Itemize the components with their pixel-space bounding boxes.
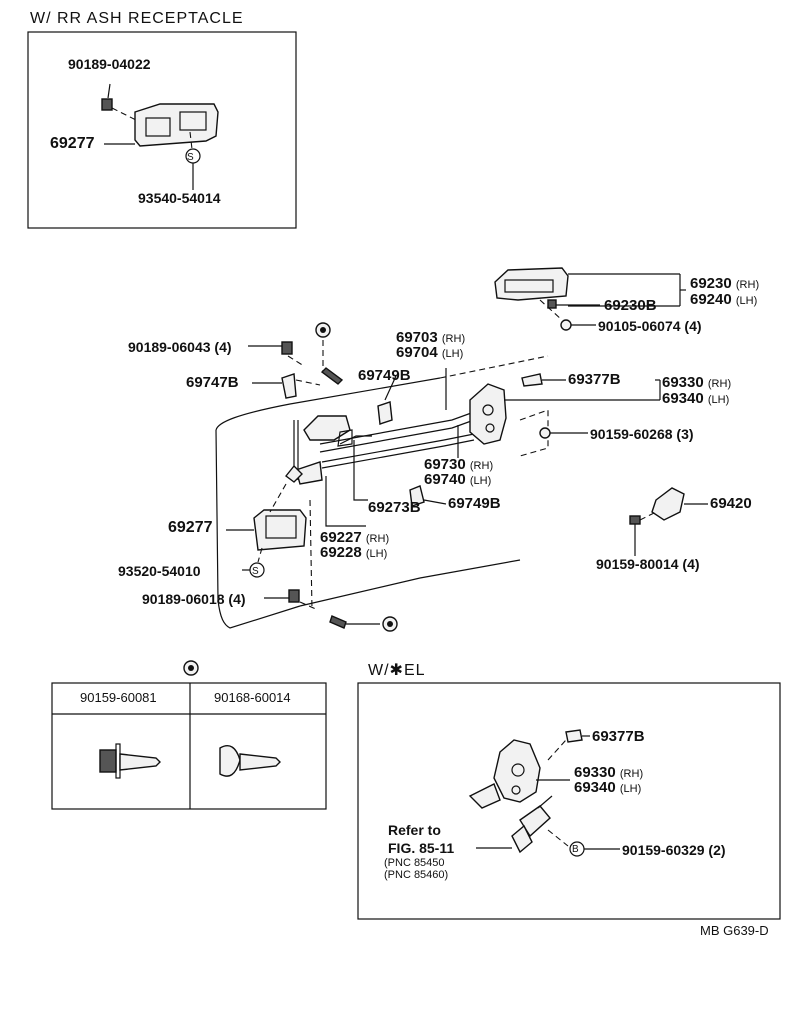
inside-handle-69277 xyxy=(253,509,307,551)
label-90105-06074: 90105-06074 (4) xyxy=(598,318,702,334)
refer-line2: FIG. 85-11 xyxy=(388,840,455,856)
clip-69230B xyxy=(547,299,557,309)
refer-pnc2: (PNC 85460) xyxy=(384,869,449,881)
label-69240: 69240 (LH) xyxy=(690,291,758,308)
label-69227: 69227 (RH) xyxy=(320,529,390,546)
inside-handle-mech xyxy=(303,415,351,441)
label-69230B: 69230B xyxy=(604,297,657,314)
label-69749B-upper: 69749B xyxy=(358,367,411,384)
ash-receptacle-title: W/ RR ASH RECEPTACLE xyxy=(30,10,244,27)
part-69420 xyxy=(651,487,685,521)
diagram-code: MB G639-D xyxy=(700,923,769,938)
label-69740: 69740 (LH) xyxy=(424,471,492,488)
refer-pnc1: (PNC 85450 xyxy=(384,857,445,869)
label-69420: 69420 xyxy=(710,495,752,512)
clip-90189-06018 xyxy=(288,589,300,603)
label-93520-54010: 93520-54010 xyxy=(118,563,201,579)
mark-s-top: S xyxy=(187,152,194,163)
refer-line1: Refer to xyxy=(388,822,441,838)
clip-69377B xyxy=(521,373,543,387)
label-69749B-lower: 69749B xyxy=(448,495,501,512)
el-variant-title: W/✱EL xyxy=(368,662,426,679)
mark-b: B xyxy=(572,844,579,855)
clip-90189-06043 xyxy=(281,341,293,355)
mark-s-main: S xyxy=(252,566,259,577)
ash-receptacle-box xyxy=(27,31,297,229)
label-90189-06018: 90189-06018 (4) xyxy=(142,591,246,607)
label-69277: 69277 xyxy=(168,519,213,536)
label-90159-60268: 90159-60268 (3) xyxy=(590,426,694,442)
part-69747B xyxy=(281,373,297,399)
label-69747B: 69747B xyxy=(186,374,239,391)
label-90159-80014: 90159-80014 (4) xyxy=(596,556,700,572)
outside-handle-69230 xyxy=(494,267,569,301)
label-69340-el: 69340 (LH) xyxy=(574,779,642,796)
label-90189-06043: 90189-06043 (4) xyxy=(128,339,232,355)
label-69228: 69228 (LH) xyxy=(320,544,388,561)
el-variant-box xyxy=(357,682,781,920)
screw-90159-60081-img xyxy=(99,749,117,773)
clip-69749B-upper xyxy=(377,401,393,425)
label-90159-60329: 90159-60329 (2) xyxy=(622,842,726,858)
label-69377B: 69377B xyxy=(568,371,621,388)
label-93540-54014: 93540-54014 xyxy=(138,190,221,206)
label-90189-04022: 90189-04022 xyxy=(68,56,151,72)
el-lock-assembly xyxy=(493,739,541,803)
label-69730: 69730 (RH) xyxy=(424,456,494,473)
table-col-90168-60014: 90168-60014 xyxy=(214,690,291,705)
label-69703: 69703 (RH) xyxy=(396,329,466,346)
label-69230: 69230 (RH) xyxy=(690,275,760,292)
table-col-90159-60081: 90159-60081 xyxy=(80,690,157,705)
label-69330-el: 69330 (RH) xyxy=(574,764,644,781)
label-69340: 69340 (LH) xyxy=(662,390,730,407)
label-69330: 69330 (RH) xyxy=(662,374,732,391)
clip-90189-04022 xyxy=(101,98,113,111)
screw-90105-06074 xyxy=(560,319,572,331)
clip-69749B-lower xyxy=(409,485,425,507)
label-69704: 69704 (LH) xyxy=(396,344,464,361)
label-69377B-el: 69377B xyxy=(592,728,645,745)
fastener-table xyxy=(51,682,327,810)
screw-90168-60014-img xyxy=(219,745,241,777)
door-lock-69330 xyxy=(469,383,507,445)
label-69277-top: 69277 xyxy=(50,135,95,152)
label-69273B: 69273B xyxy=(368,499,421,516)
